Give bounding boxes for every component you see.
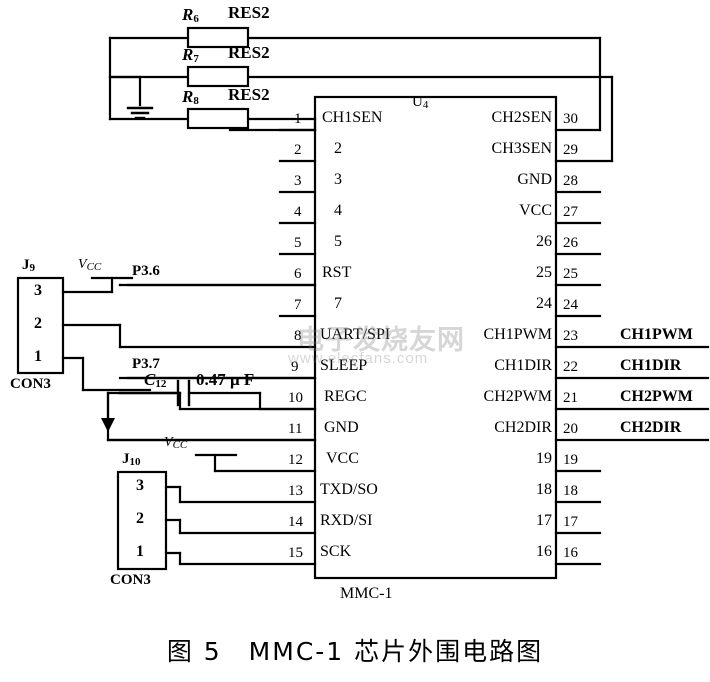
pin-number-left-1: 1 <box>294 111 302 127</box>
connector-j9-pin-1: 1 <box>34 348 42 365</box>
pin-name-right-21: CH2PWM <box>483 388 552 405</box>
pin-name-right-16: 16 <box>536 543 552 560</box>
resistor-ref-r7: R7 <box>182 45 199 65</box>
ground-symbol-arrow <box>101 391 182 432</box>
pin-name-right-22: CH1DIR <box>494 357 552 374</box>
connector-j9-pin-2: 2 <box>34 315 42 332</box>
pin-number-right-19: 19 <box>563 452 578 468</box>
pin-name-right-25: 25 <box>536 264 552 281</box>
pin-name-left-4: 4 <box>334 202 342 219</box>
pin-number-left-10: 10 <box>288 390 303 406</box>
pin-number-right-21: 21 <box>563 390 578 406</box>
wire-r8 <box>108 117 317 132</box>
signal-label-ch2dir: CH2DIR <box>620 419 682 436</box>
pin-number-right-17: 17 <box>563 514 578 530</box>
pin-name-right-30: CH2SEN <box>491 109 552 126</box>
pin-number-left-15: 15 <box>288 545 303 561</box>
resistor-ref-r8: R8 <box>182 87 199 107</box>
pin-name-right-19: 19 <box>536 450 552 467</box>
pin-number-right-18: 18 <box>563 483 578 499</box>
pin-number-right-22: 22 <box>563 359 578 375</box>
pin-name-left-5: 5 <box>334 233 342 250</box>
pin-name-right-26: 26 <box>536 233 552 250</box>
pin-number-left-14: 14 <box>288 514 303 530</box>
pin-number-right-30: 30 <box>563 111 578 127</box>
port-label-p36: P3.6 <box>132 263 160 279</box>
pin-name-left-13: TXD/SO <box>320 481 378 498</box>
pin-number-left-2: 2 <box>294 142 302 158</box>
pin-number-left-3: 3 <box>294 173 302 189</box>
pin-number-left-11: 11 <box>288 421 303 437</box>
pin-name-left-1: CH1SEN <box>322 109 383 126</box>
signal-label-ch1dir: CH1DIR <box>620 357 682 374</box>
pin-name-left-9: SLEEP <box>320 357 368 374</box>
pin-number-right-23: 23 <box>563 328 578 344</box>
pin-number-right-28: 28 <box>563 173 578 189</box>
pin-name-left-3: 3 <box>334 171 342 188</box>
connector-j10-pin-3: 3 <box>136 477 144 494</box>
vcc-label-j9: VCC <box>78 257 102 273</box>
wire-r6 <box>108 36 602 132</box>
pin-number-right-27: 27 <box>563 204 578 220</box>
pin-name-left-14: RXD/SI <box>320 512 373 529</box>
chip-part-name: MMC-1 <box>340 585 393 602</box>
resistor-value-r8: RES2 <box>228 85 270 104</box>
pin-name-left-15: SCK <box>320 543 352 560</box>
figure-caption: 图 5 MMC-1 芯片外围电路图 <box>166 637 544 666</box>
pin-number-right-25: 25 <box>563 266 578 282</box>
pin-name-right-20: CH2DIR <box>494 419 552 436</box>
pin-number-right-20: 20 <box>563 421 578 437</box>
pin-name-right-24: 24 <box>536 295 552 312</box>
pin-number-left-4: 4 <box>294 204 302 220</box>
port-label-p37: P3.7 <box>132 356 160 372</box>
pin-name-left-11: GND <box>324 419 359 436</box>
pin-number-left-12: 12 <box>288 452 303 468</box>
pin-number-right-26: 26 <box>563 235 578 251</box>
signal-label-ch2pwm: CH2PWM <box>620 388 693 405</box>
ground-symbol-top <box>126 106 154 120</box>
resistor-r8-body <box>186 107 250 130</box>
pin-name-right-27: VCC <box>519 202 552 219</box>
capacitor-value-c12: 0.47 μ F <box>196 370 255 389</box>
pin-name-left-7: 7 <box>334 295 342 312</box>
vcc-label-u4: VCC <box>164 435 188 451</box>
chip-reference-designator: U4 <box>412 94 429 111</box>
resistor-r6-body <box>186 26 250 49</box>
connector-j10-pin-2: 2 <box>136 510 144 527</box>
pin-number-right-29: 29 <box>563 142 578 158</box>
pin-name-left-12: VCC <box>326 450 359 467</box>
pin-name-left-10: REGC <box>324 388 367 405</box>
pin-number-left-8: 8 <box>294 328 302 344</box>
signal-label-ch1pwm: CH1PWM <box>620 326 693 343</box>
pin-name-right-17: 17 <box>536 512 552 529</box>
connector-j10-pin-1: 1 <box>136 543 144 560</box>
resistor-ref-r6: R6 <box>182 5 199 25</box>
resistor-value-r6: RES2 <box>228 3 270 22</box>
pin-number-left-9: 9 <box>291 359 299 375</box>
connector-ref-j9: J9 <box>22 257 35 274</box>
pin-name-right-28: GND <box>517 171 552 188</box>
pin-name-left-2: 2 <box>334 140 342 157</box>
pin-name-left-8: UART/SPI <box>320 326 391 343</box>
connector-type-j10: CON3 <box>110 572 151 588</box>
pin-name-right-29: CH3SEN <box>491 140 552 157</box>
pin-number-left-6: 6 <box>294 266 302 282</box>
pin-name-right-18: 18 <box>536 481 552 498</box>
pin-name-left-6: RST <box>322 264 352 281</box>
connector-type-j9: CON3 <box>10 376 51 392</box>
pin-name-right-23: CH1PWM <box>483 326 552 343</box>
pin-number-right-24: 24 <box>563 297 578 313</box>
pin-number-right-16: 16 <box>563 545 578 561</box>
pin-number-left-13: 13 <box>288 483 303 499</box>
resistor-r7-body <box>186 65 250 88</box>
pin-number-left-7: 7 <box>294 297 302 313</box>
connector-ref-j10: J10 <box>122 451 141 468</box>
chip-body-outline <box>313 95 558 580</box>
connector-j9-pin-3: 3 <box>34 282 42 299</box>
capacitor-ref-c12: C12 <box>144 370 167 390</box>
pin-number-left-5: 5 <box>294 235 302 251</box>
resistor-value-r7: RES2 <box>228 43 270 62</box>
